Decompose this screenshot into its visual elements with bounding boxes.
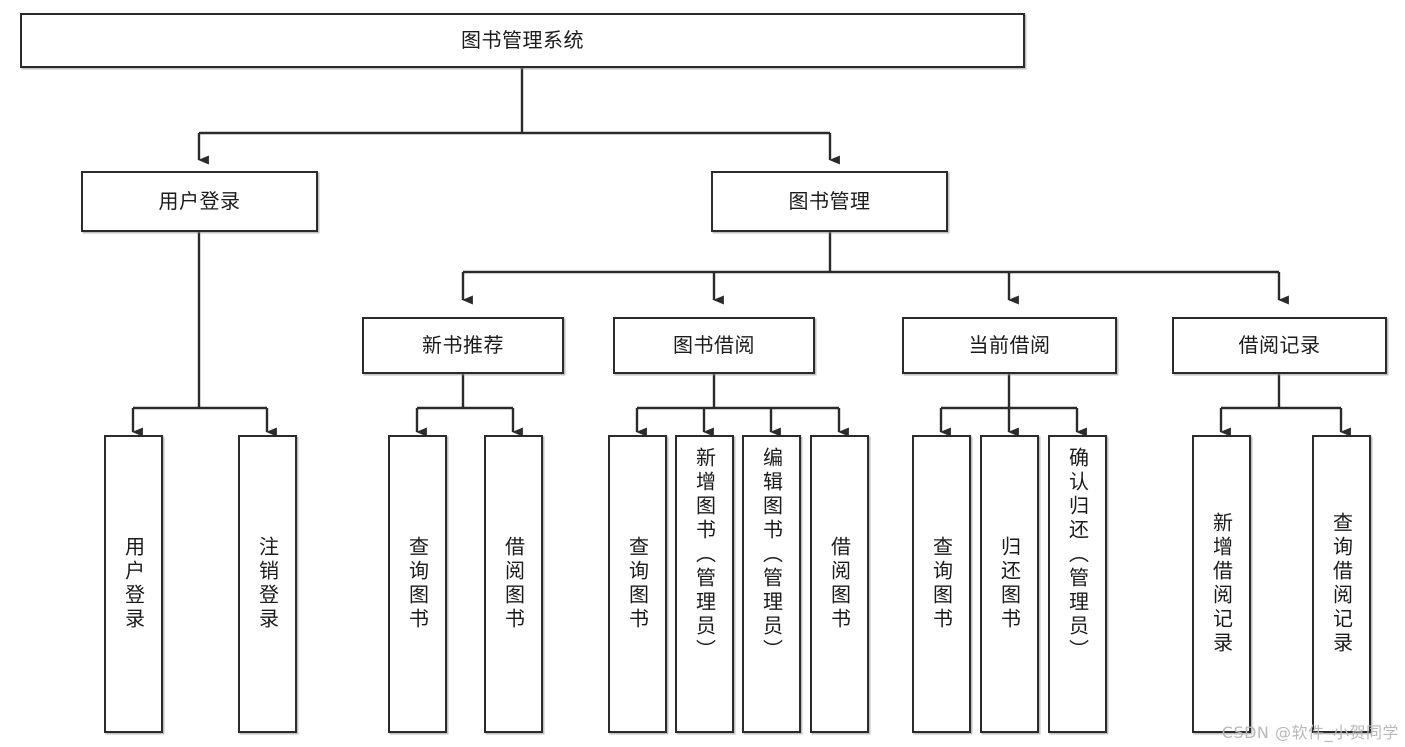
node-root[interactable]: 图书管理系统 (20, 13, 1025, 68)
leaf-current-borrow-query[interactable]: 查询图书 (912, 435, 971, 733)
leaf-book-borrow-borrow[interactable]: 借阅图书 (810, 435, 869, 733)
leaf-book-borrow-add[interactable]: 新增图书（管理员） (675, 435, 734, 733)
watermark: CSDN @软件_小贺同学 (1221, 723, 1399, 742)
leaf-current-borrow-return[interactable]: 归还图书 (980, 435, 1039, 733)
leaf-label: 新增图书（管理员） (692, 447, 717, 663)
leaf-label: 查询图书 (625, 536, 650, 632)
leaf-borrow-record-add[interactable]: 新增借阅记录 (1192, 435, 1251, 733)
leaf-label: 用户登录 (121, 536, 146, 632)
node-book-borrow-label: 图书借阅 (673, 333, 755, 357)
leaf-label: 确认归还（管理员） (1065, 447, 1090, 663)
leaf-label: 查询图书 (929, 536, 954, 632)
leaf-book-borrow-edit[interactable]: 编辑图书（管理员） (742, 435, 801, 733)
node-current-borrow[interactable]: 当前借阅 (902, 317, 1117, 374)
leaf-current-borrow-confirm[interactable]: 确认归还（管理员） (1048, 435, 1107, 733)
leaf-label: 借阅图书 (827, 536, 852, 632)
leaf-new-book-query[interactable]: 查询图书 (388, 435, 447, 733)
node-root-label: 图书管理系统 (461, 28, 584, 52)
leaf-label: 注销登录 (255, 536, 280, 632)
leaf-label: 归还图书 (997, 536, 1022, 632)
node-user-login-label: 用户登录 (158, 189, 241, 213)
node-current-borrow-label: 当前借阅 (968, 333, 1051, 357)
leaf-label: 查询图书 (405, 536, 430, 632)
node-book-management[interactable]: 图书管理 (711, 171, 948, 232)
leaf-user-login-logout[interactable]: 注销登录 (238, 435, 297, 733)
leaf-new-book-borrow[interactable]: 借阅图书 (484, 435, 543, 733)
leaf-label: 新增借阅记录 (1209, 512, 1234, 656)
leaf-user-login-login[interactable]: 用户登录 (104, 435, 163, 733)
leaf-label: 查询借阅记录 (1329, 512, 1354, 656)
leaf-borrow-record-query[interactable]: 查询借阅记录 (1312, 435, 1371, 733)
node-user-login[interactable]: 用户登录 (81, 171, 318, 232)
node-new-book-recommend-label: 新书推荐 (422, 333, 504, 357)
leaf-book-borrow-query[interactable]: 查询图书 (608, 435, 667, 733)
node-borrow-record-label: 借阅记录 (1238, 333, 1321, 357)
node-borrow-record[interactable]: 借阅记录 (1172, 317, 1387, 374)
node-new-book-recommend[interactable]: 新书推荐 (362, 317, 564, 374)
node-book-borrow[interactable]: 图书借阅 (613, 317, 815, 374)
leaf-label: 借阅图书 (501, 536, 526, 632)
leaf-label: 编辑图书（管理员） (759, 447, 784, 663)
node-book-management-label: 图书管理 (788, 189, 871, 213)
